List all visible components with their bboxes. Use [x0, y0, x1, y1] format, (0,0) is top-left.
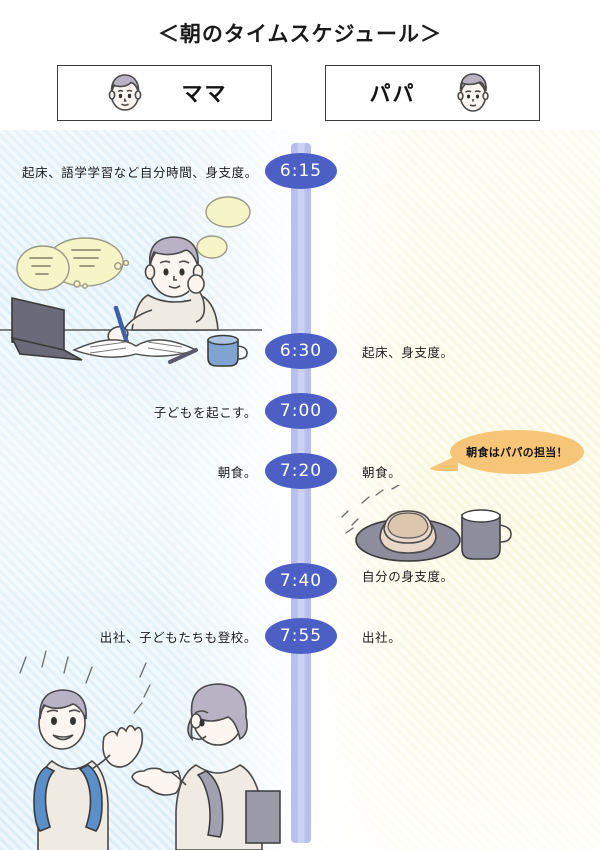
right-column-background-fade: [298, 130, 600, 850]
time-badge-0: 6:15: [265, 153, 337, 189]
breakfast-toast-milk-illustration: [336, 484, 526, 575]
event-caption-right-4: 自分の身支度。: [362, 569, 454, 584]
time-badge-5: 7:55: [265, 618, 337, 654]
time-badge-2: 7:00: [265, 393, 337, 429]
event-caption-right-1: 起床、身支度。: [362, 345, 454, 360]
mother-face-icon: [102, 69, 148, 117]
event-caption-left-2: 子どもを起こす。: [153, 405, 257, 420]
column-header-mama-label: ママ: [181, 82, 228, 106]
mother-child-highfive-illustration: [0, 645, 282, 850]
column-header-mama: ママ: [57, 65, 272, 121]
event-caption-right-3: 朝食。: [362, 465, 402, 480]
speech-bubble: 朝食はパパの担当！: [450, 430, 584, 474]
event-caption-right-5: 出社。: [362, 630, 402, 645]
time-badge-3: 7:20: [265, 453, 337, 489]
father-face-icon: [450, 69, 496, 117]
timeline-spine: [291, 143, 311, 843]
page-title: ＜朝のタイムスケジュール＞: [157, 22, 443, 46]
event-caption-left-0: 起床、語学学習など自分時間、身支度。: [22, 165, 258, 180]
event-caption-left-5: 出社、子どもたちも登校。: [99, 630, 257, 645]
time-badge-4: 7:40: [265, 563, 337, 599]
mother-studying-illustration: [0, 190, 262, 370]
column-header-papa-label: パパ: [369, 82, 416, 106]
column-header-papa: パパ: [325, 65, 540, 121]
time-badge-1: 6:30: [265, 333, 337, 369]
event-caption-left-3: 朝食。: [217, 465, 257, 480]
